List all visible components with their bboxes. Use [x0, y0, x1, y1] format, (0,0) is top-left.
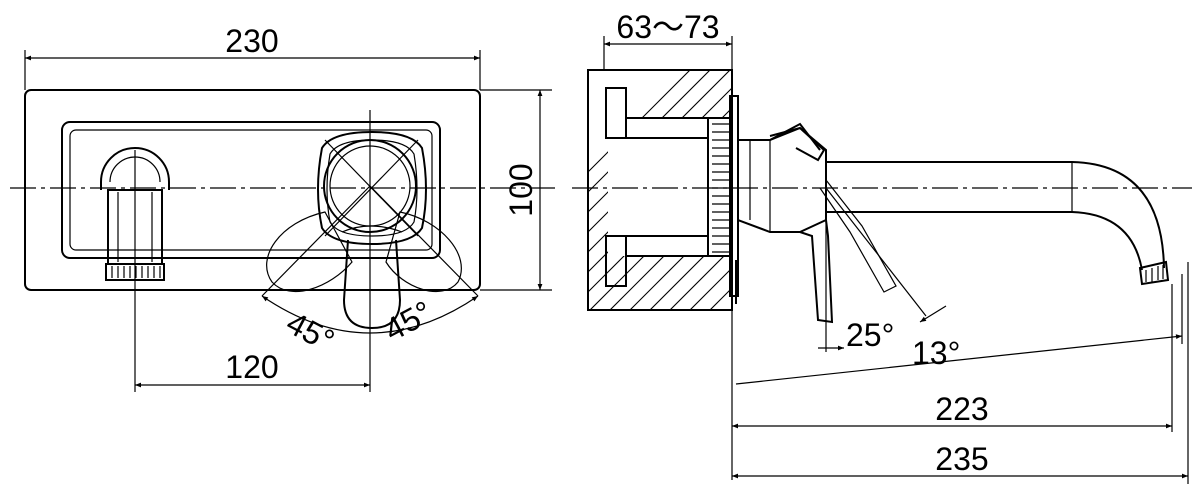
- angle-handle-label: 25°: [846, 317, 894, 353]
- cover-plate-inner-recess-2: [69, 129, 433, 251]
- cover-plate-inner-recess: [61, 121, 441, 259]
- thread-lines: [712, 123, 730, 253]
- dim-235-label: 235: [935, 441, 988, 477]
- dim-wall-depth-label: 63～73: [616, 9, 719, 45]
- angle-right-label: 45°: [378, 294, 438, 349]
- handle-swing-positions: [266, 211, 462, 293]
- dim-120-label: 120: [225, 349, 278, 385]
- cover-plate-outline: [24, 89, 481, 291]
- front-view: 230 100 120 45° 45°: [10, 23, 555, 392]
- lever-handle: [342, 239, 402, 330]
- side-view: 63～73 25° 13° 223 235: [572, 9, 1192, 484]
- aerator: [111, 266, 161, 278]
- in-wall-body: [605, 87, 733, 287]
- dim-223-label: 223: [935, 391, 988, 427]
- angle-spout-label: 13°: [912, 335, 960, 371]
- lever-handle-side: [769, 126, 897, 324]
- dim-100-label: 100: [503, 163, 539, 216]
- spout-side: [826, 161, 1170, 286]
- dim-230-label: 230: [225, 23, 278, 59]
- valve-body: [317, 130, 427, 246]
